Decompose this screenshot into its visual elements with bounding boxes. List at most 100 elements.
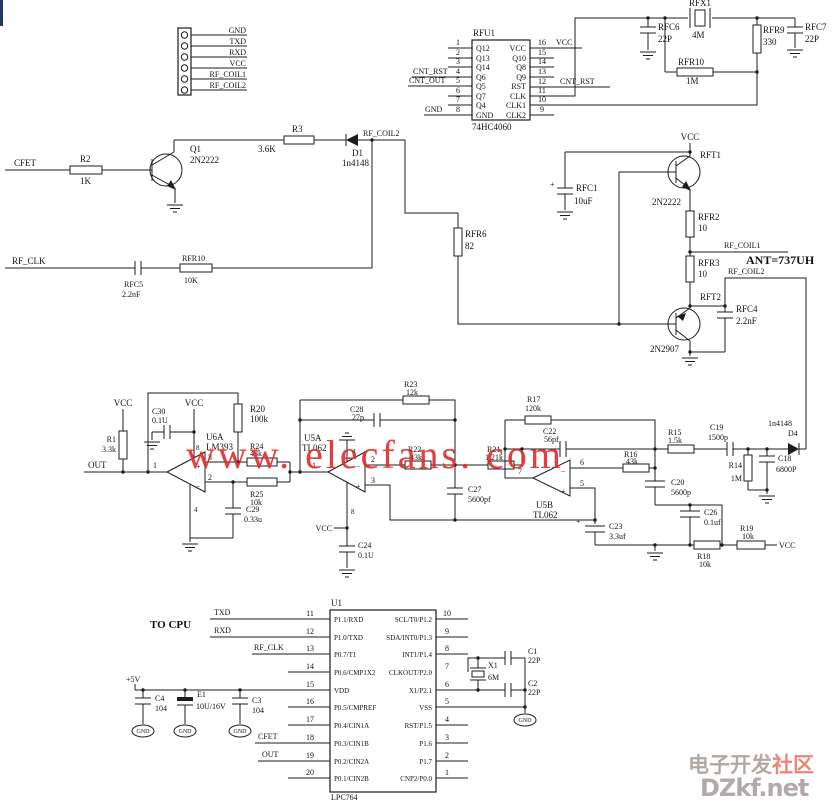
ground-icon <box>786 49 804 58</box>
connector-pin-label: RF_COIL2 <box>210 81 246 90</box>
net-label-vcc: VCC <box>556 38 572 47</box>
part-value: 43k <box>250 449 262 458</box>
net-label-out: OUT <box>262 750 279 759</box>
part-ref: R2 <box>80 154 91 164</box>
pin-num: 11 <box>538 86 546 95</box>
part-ref: E1 <box>197 690 206 699</box>
svg-text:−: − <box>561 467 566 476</box>
capacitor-rfc7: RFC7 22P <box>786 18 827 58</box>
mcu-u1: U1 LPC764 11 12 13 14 15 16 17 18 19 20 … <box>150 598 468 801</box>
part-value: 100k <box>250 414 269 424</box>
resistor-r1: VCC R1 3.3k <box>102 398 132 472</box>
pin-num: 9 <box>540 105 544 114</box>
pin-num: 10 <box>538 95 546 104</box>
part-ref: R25 <box>250 490 263 499</box>
pin-name: Q13 <box>476 54 490 63</box>
pin-num: 16 <box>538 38 546 47</box>
pin-name: P0.1/CIN2B <box>334 775 369 783</box>
pin-num: 5 <box>456 76 460 85</box>
opamp-u5b: −+ 7 6 5 U5B TL062 R17 120k C22 56pf R16… <box>503 395 727 524</box>
crystal-oscillator-network: RFX1 4M RFC6 22P RFR9 330 RFC7 22P RFR10… <box>630 0 827 86</box>
part-value: 10k <box>699 560 711 569</box>
part-value: 0.1U <box>152 416 168 425</box>
crystal-rfx1: RFX1 4M <box>689 0 711 40</box>
scan-corner-mark <box>0 0 3 26</box>
pin-num: 18 <box>306 733 314 742</box>
antenna-note: ANT=737UH <box>746 253 815 267</box>
mcu-pin-rows <box>288 618 468 779</box>
pin-num: 11 <box>306 609 314 618</box>
connector-pin-label: TXD <box>230 37 247 46</box>
net-label-cnt-out: CNT_OUT <box>409 76 446 85</box>
mcu-crystal-network: X1 6M C1 22P C2 22P GND <box>436 647 541 727</box>
net-label-cfet: CFET <box>258 732 278 741</box>
capacitor-c2: C2 22P <box>504 679 541 697</box>
resistor-r23: R23 12k <box>300 380 456 465</box>
part-ref: RFT2 <box>700 292 721 302</box>
part-value: 22P <box>528 688 541 697</box>
driver-stage-q1: CFET R2 1K Q1 2N2222 R3 3.6K D1 1n4148 R… <box>5 124 458 268</box>
part-value: TL062 <box>302 443 327 453</box>
part-ref: RFT1 <box>700 150 721 160</box>
part-value: 1n4148 <box>342 158 370 168</box>
net-label-rf-coil2: RF_COIL2 <box>363 129 399 138</box>
part-ref: C29 <box>246 505 259 514</box>
pin-name: CLKOUT/P2.0 <box>389 669 432 677</box>
part-value: 3.3k <box>102 445 116 454</box>
part-value: 56pf <box>544 435 559 444</box>
net-label-vcc: VCC <box>681 132 700 142</box>
pin-num: 6 <box>445 680 449 689</box>
resistor-r19: R19 10k VCC <box>736 524 795 550</box>
part-ref: C24 <box>358 541 371 550</box>
pin-name: P1.7 <box>419 758 432 766</box>
part-value: 6800P <box>776 465 797 474</box>
capacitor-c27: C27 5600pf <box>447 465 491 520</box>
gnd-label: GND <box>137 729 151 735</box>
capacitor-c4: C4 104 GND <box>131 690 167 738</box>
part-ref: R1 <box>107 435 116 444</box>
part-ref: R17 <box>527 395 540 404</box>
resistor-r2: R2 1K <box>69 154 103 186</box>
pin-name: P1.6 <box>419 740 432 748</box>
part-ref: RFR6 <box>465 229 487 239</box>
capacitor-c19: C19 1500p <box>708 423 788 456</box>
pin-name: SDA/INT0/P1.3 <box>386 634 432 642</box>
part-ref: C22 <box>543 427 556 436</box>
ground-icon <box>639 51 657 60</box>
part-value: 10k <box>742 532 754 541</box>
connector-pin-label: RF_COIL1 <box>210 70 246 79</box>
net-label-rf-coil1: RF_COIL1 <box>724 241 760 250</box>
pin-name: P0.4/CIN1A <box>334 722 369 730</box>
part-value: 330 <box>763 37 777 47</box>
svg-text:+: + <box>356 482 361 491</box>
pin-num: 1 <box>153 461 157 470</box>
pin-name: CLK2 <box>506 111 526 120</box>
part-value: 120k <box>525 404 541 413</box>
ground-icon <box>681 357 699 366</box>
pin-name: Q7 <box>476 92 486 101</box>
resistor-r18: R18 10k <box>693 540 737 569</box>
part-value: 82 <box>465 241 474 251</box>
part-ref: R24 <box>250 442 263 451</box>
capacitor-c29: C29 0.33u <box>190 480 262 539</box>
capacitor-c26: C26 0.1uf <box>680 505 721 545</box>
gnd-label: GND <box>234 729 248 735</box>
capacitor-c3: C3 104 GND <box>228 690 264 738</box>
part-ref: RFC1 <box>576 183 598 193</box>
net-label-gnd: GND <box>425 105 443 114</box>
transistor-q1: Q1 2N2222 <box>149 140 219 213</box>
part-value: LM393 <box>206 442 234 452</box>
resistor-r14: R14 1M <box>729 449 753 490</box>
svg-text:+: + <box>561 487 566 496</box>
part-value: 3.6K <box>258 144 276 154</box>
net-label-out: OUT <box>88 460 107 470</box>
pin-num: 5 <box>445 697 449 706</box>
part-value: 43k <box>410 453 422 462</box>
part-value: 4M <box>692 30 705 40</box>
pin-num: 10 <box>443 609 451 618</box>
part-value: 1.5k <box>668 436 682 445</box>
part-ref: U6A <box>206 432 224 442</box>
pin-name: P0.3/CIN1B <box>334 740 369 748</box>
svg-text:+: + <box>576 517 581 526</box>
part-ref: R22 <box>408 445 421 454</box>
